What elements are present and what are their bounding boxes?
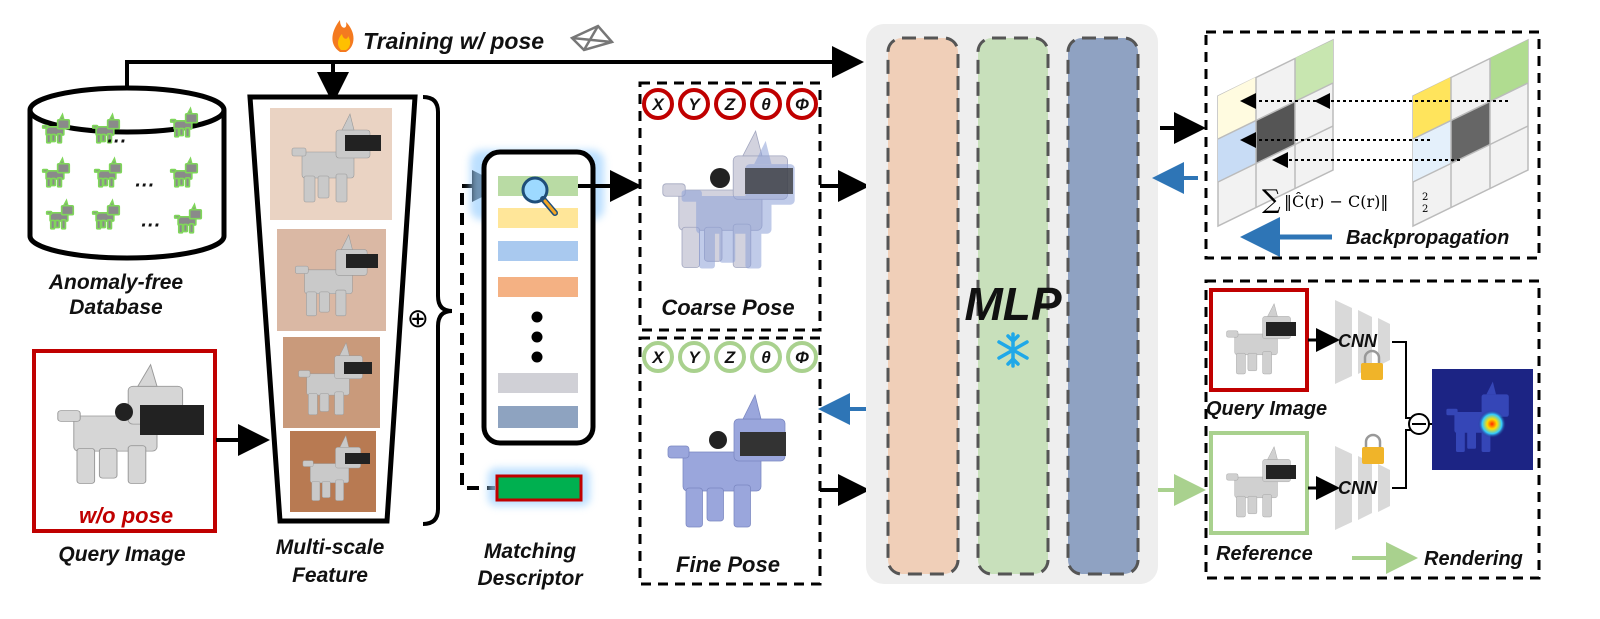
svg-text:2: 2 [1422, 192, 1428, 203]
wo-pose-label: w/o pose [79, 503, 173, 528]
cnn-encoder-top [1335, 300, 1390, 384]
fine-pose-param-ring [642, 341, 674, 373]
training-label: Training w/ pose [363, 28, 544, 54]
fine-pose-param-label: X [651, 348, 665, 367]
mlp-layer-1 [886, 36, 960, 576]
feature-scale-4 [290, 431, 376, 512]
coarse-pose-label: Coarse Pose [661, 295, 794, 320]
anomaly-heatmap [1432, 369, 1533, 470]
svg-text:2: 2 [1422, 204, 1428, 215]
descriptor-bar-blue [498, 241, 578, 261]
loss-formula: ∑ ‖Ĉ(r) − C(r)‖ 2 2 [1262, 185, 1428, 215]
coarse-pose-param-ring [786, 88, 818, 120]
reference-label: Reference [1216, 543, 1313, 565]
descriptor-dot [531, 311, 543, 323]
coarse-pose-param-label: Φ [795, 95, 809, 114]
feature-scale-1 [270, 108, 392, 220]
fine-pose-param-label: θ [761, 348, 771, 367]
query-image-label: Query Image [58, 543, 186, 566]
fine-pose-param-ring [750, 341, 782, 373]
pixel-correspondence-arrows [1240, 93, 1508, 168]
cnn-label-bottom: CNN [1338, 478, 1378, 498]
fine-pose-param-label: Y [688, 348, 701, 367]
coarse-pose-param-ring [750, 88, 782, 120]
fine-pose-param-label: Z [724, 348, 736, 367]
search-icon [521, 176, 558, 216]
coarse-pose-param-label: Z [724, 95, 736, 114]
query-descriptor [488, 468, 590, 506]
matching-label-line1: Matching [484, 540, 576, 563]
fine-pose-render [667, 394, 786, 528]
coarse-pose-param-label: θ [761, 95, 771, 114]
descriptor-bar-slate [498, 406, 578, 428]
target-image-grid [1412, 38, 1529, 228]
database-ellipsis-row3: ··· [140, 215, 160, 237]
cnn-label-top: CNN [1338, 331, 1378, 351]
fine-pose-label: Fine Pose [676, 552, 780, 577]
snowflake-icon [997, 332, 1029, 368]
svg-text:∑: ∑ [1262, 185, 1281, 215]
backprop-label: Backpropagation [1346, 227, 1509, 249]
fine-pose-param-label: Φ [795, 348, 809, 367]
coarse-pose-param-label: X [651, 95, 665, 114]
multiscale-label-line2: Feature [292, 564, 368, 587]
mlp-layer-3 [1066, 36, 1140, 576]
query-image-right [1209, 288, 1309, 392]
coarse-pose-param-ring [678, 88, 710, 120]
coarse-pose-param-label: Y [688, 95, 701, 114]
fine-pose-param-ring [786, 341, 818, 373]
feature-scale-2 [277, 229, 386, 331]
curly-brace [422, 95, 453, 526]
descriptor-dot [531, 351, 543, 363]
concat-symbol: ⊕ [407, 304, 429, 334]
query-image-left: w/o pose [32, 349, 217, 533]
descriptor-dot [531, 331, 543, 343]
svg-text:‖Ĉ(r) − C(r)‖: ‖Ĉ(r) − C(r)‖ [1284, 191, 1388, 211]
query-image-label-right: Query Image [1206, 398, 1327, 420]
fire-icon [332, 20, 354, 52]
descriptor-bar-orange [498, 277, 578, 297]
feature-difference-lines [1392, 341, 1412, 489]
database-ellipsis-row2: ··· [134, 175, 154, 197]
database-ellipsis-row1: ··· [106, 131, 126, 153]
fine-pose-param-ring [678, 341, 710, 373]
mlp-label: MLP [964, 278, 1061, 330]
lock-icon [1362, 433, 1384, 464]
lock-icon [1361, 349, 1383, 380]
rendered-image-grid [1217, 38, 1334, 228]
coarse-pose-param-ring [714, 88, 746, 120]
fine-pose-param-ring [714, 341, 746, 373]
reference-image [1209, 431, 1309, 535]
rendering-label: Rendering [1424, 548, 1523, 570]
cnn-encoder-bottom [1335, 446, 1390, 530]
coarse-pose-render [661, 130, 795, 269]
multiscale-label-line1: Multi-scale [276, 536, 385, 559]
database-label-line1: Anomaly-free [48, 271, 184, 294]
mlp-layer-2 [976, 36, 1050, 576]
feature-scale-3 [283, 337, 380, 428]
coarse-pose-param-ring [642, 88, 674, 120]
camera-pose-icon [569, 24, 615, 52]
descriptor-dashed-connector [460, 184, 495, 490]
descriptor-bar-gray [498, 373, 578, 393]
matching-label-line2: Descriptor [477, 567, 584, 590]
anomaly-free-database: ··· ··· ··· [27, 85, 227, 261]
descriptor-bar-yellow [498, 208, 578, 228]
database-label-line2: Database [69, 296, 163, 319]
